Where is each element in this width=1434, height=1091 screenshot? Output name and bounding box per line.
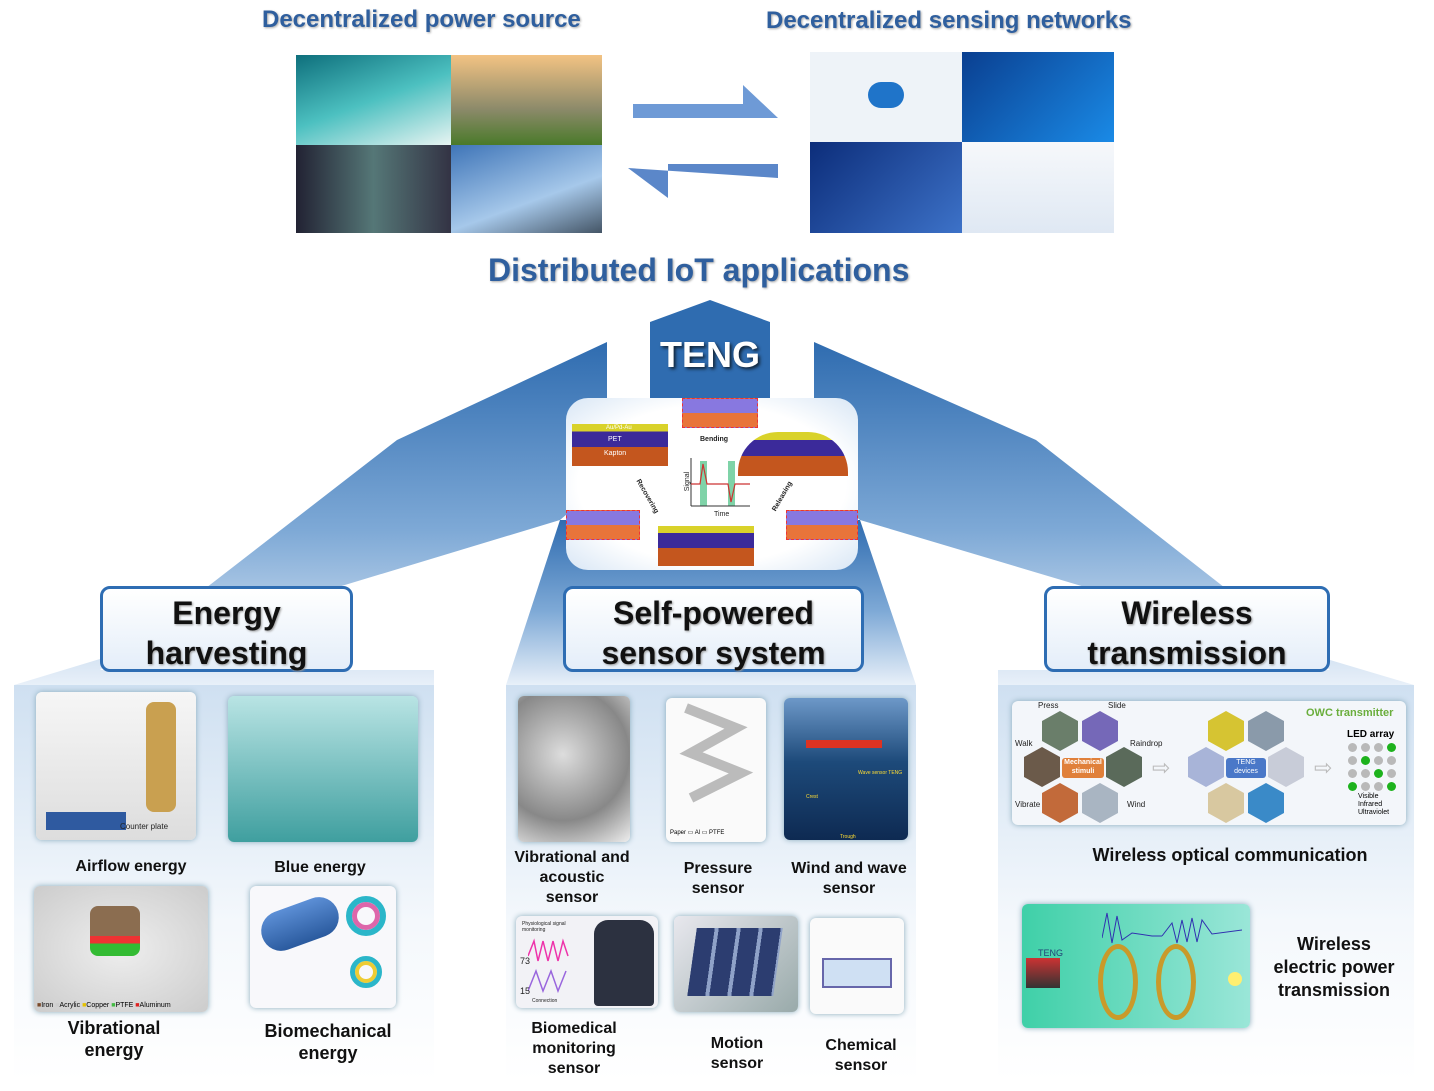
led bbox=[1374, 743, 1383, 752]
blue-energy-image bbox=[228, 696, 418, 842]
led-array bbox=[1348, 743, 1400, 795]
led bbox=[1361, 756, 1370, 765]
teng-flat-device: Au/Pd-Au PET Kapton bbox=[572, 424, 668, 466]
led bbox=[1387, 769, 1396, 778]
pressure-sensor-image: Paper ▭ Al ▭ PTFE bbox=[666, 698, 766, 842]
center-arrow bbox=[650, 300, 770, 400]
bending-label: Bending bbox=[700, 436, 728, 443]
led bbox=[1374, 769, 1383, 778]
wireless-power-image: TENG bbox=[1022, 904, 1250, 1028]
motion-sensor-image bbox=[674, 916, 798, 1012]
led bbox=[1348, 743, 1357, 752]
teng-mechanism-diagram: Au/Pd-Au PET Kapton Bending Signal Time … bbox=[566, 398, 858, 570]
led bbox=[1348, 756, 1357, 765]
airflow-energy-image: Counter plate bbox=[36, 692, 196, 840]
contact-zoom-top bbox=[682, 398, 758, 428]
mechanical-stimuli-label: Mechanical stimuli bbox=[1062, 758, 1104, 778]
owc-transmitter-label: OWC transmitter bbox=[1306, 707, 1394, 719]
arrow-right-icon bbox=[633, 85, 778, 118]
network-graph-image bbox=[962, 142, 1114, 233]
arrow-right-icon: ⇨ bbox=[1152, 755, 1171, 780]
sensing-networks-title: Decentralized sensing networks bbox=[766, 7, 1132, 34]
chemical-sensor-caption: Chemical sensor bbox=[825, 1037, 897, 1074]
owc-caption: Wireless optical communication bbox=[1092, 845, 1368, 865]
led bbox=[1361, 782, 1370, 791]
sensing-network-images bbox=[810, 52, 1114, 233]
led bbox=[1387, 782, 1396, 791]
right-arrow bbox=[814, 342, 1414, 685]
wind-turbine-image bbox=[451, 55, 602, 145]
exchange-arrows bbox=[628, 85, 778, 198]
iot-tree-image bbox=[962, 52, 1114, 142]
teng-label: TENG bbox=[660, 334, 761, 375]
biomedical-sensor-image: Physiological signal monitoring 73 15 Co… bbox=[516, 916, 658, 1008]
vibrational-energy-image: ■Iron ■Acrylic ■Copper ■PTFE ■Aluminum bbox=[34, 886, 208, 1012]
treadmill-image bbox=[296, 145, 451, 233]
releasing-label: Releasing bbox=[771, 480, 794, 513]
power-source-title: Decentralized power source bbox=[262, 6, 581, 33]
ocean-wave-image bbox=[296, 55, 451, 145]
left-arrow bbox=[14, 342, 607, 685]
led bbox=[1348, 782, 1357, 791]
led bbox=[1361, 769, 1370, 778]
led bbox=[1361, 743, 1370, 752]
arrow-right-icon: ⇨ bbox=[1314, 755, 1333, 780]
contact-zoom-right bbox=[786, 510, 858, 540]
power-source-images bbox=[296, 55, 602, 233]
acoustic-sensor-caption: Vibrational and acoustic sensor bbox=[514, 849, 630, 906]
motion-sensor-caption: Motion sensor bbox=[710, 1035, 764, 1072]
cloud-iot-image bbox=[810, 52, 962, 142]
teng-bent-device bbox=[738, 432, 848, 476]
led bbox=[1374, 756, 1383, 765]
chemical-sensor-image bbox=[810, 918, 904, 1014]
wind-wave-sensor-caption: Wind and wave sensor bbox=[791, 860, 907, 897]
biomechanical-energy-image bbox=[250, 886, 396, 1008]
network-hex-image bbox=[810, 142, 962, 233]
pressure-sensor-caption: Pressure sensor bbox=[683, 860, 753, 897]
material-legend: ■Iron ■Acrylic ■Copper ■PTFE ■Aluminum bbox=[37, 1002, 171, 1009]
signal-time-plot bbox=[690, 458, 750, 507]
led bbox=[1387, 756, 1396, 765]
blue-energy-caption: Blue energy bbox=[274, 859, 366, 876]
owc-diagram: Press Slide Walk Raindrop Vibrate Wind M… bbox=[1012, 701, 1406, 825]
airflow-energy-caption: Airflow energy bbox=[75, 858, 187, 875]
led bbox=[1374, 782, 1383, 791]
biomedical-sensor-caption: Biomedical monitoring sensor bbox=[531, 1020, 617, 1077]
acoustic-sensor-image bbox=[518, 696, 630, 842]
teng-recovered-device bbox=[658, 526, 754, 566]
arrow-left-icon bbox=[628, 164, 778, 198]
contact-zoom-left bbox=[566, 510, 640, 540]
led-array-label: LED array bbox=[1347, 729, 1395, 740]
bridge-image bbox=[451, 145, 602, 233]
iot-applications-title: Distributed IoT applications bbox=[488, 252, 910, 288]
led bbox=[1348, 769, 1357, 778]
led bbox=[1387, 743, 1396, 752]
wind-wave-sensor-image: Wave sensor TENG Crest Trough bbox=[784, 698, 908, 840]
teng-devices-label: TENG devices bbox=[1226, 758, 1266, 778]
